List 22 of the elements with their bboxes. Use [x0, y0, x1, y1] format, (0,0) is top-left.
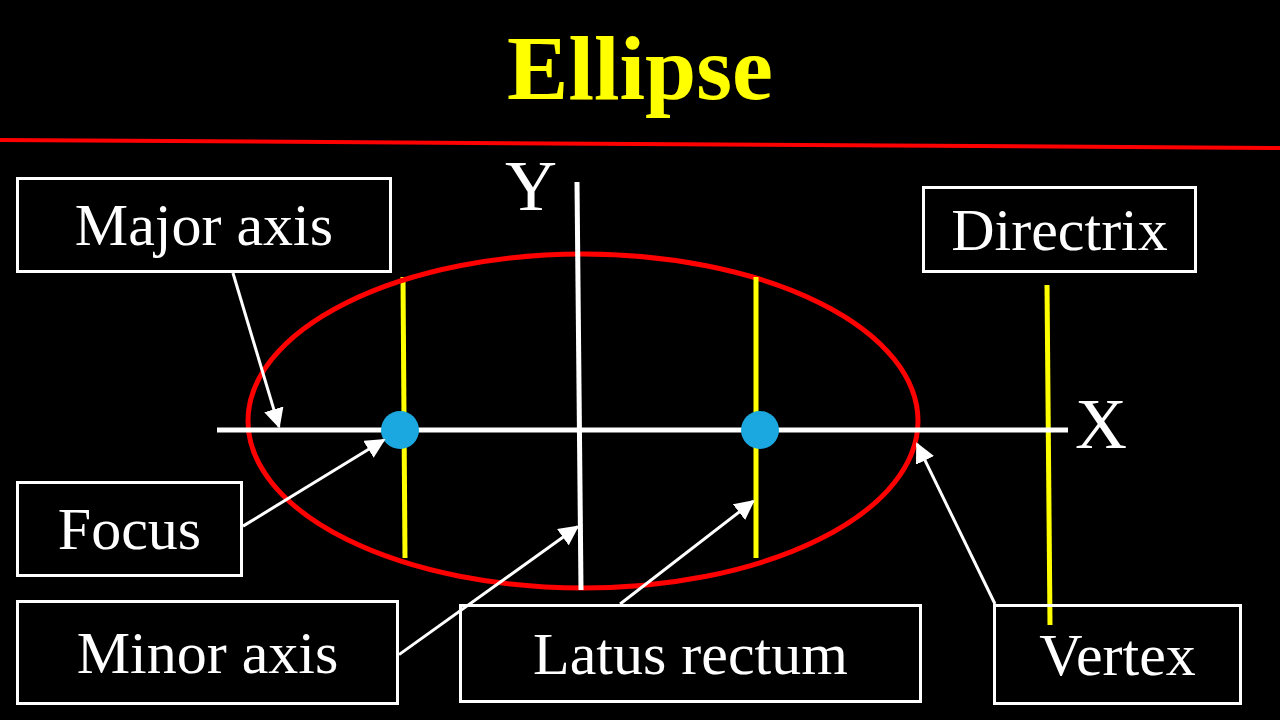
leader-arrow: [242, 438, 386, 528]
leader-arrow: [619, 499, 755, 606]
label-box: [16, 481, 243, 577]
part-label: Directrix: [951, 199, 1168, 260]
part-label: Focus: [57, 499, 202, 559]
label-box: [16, 177, 392, 273]
minor-axis-line: [574, 181, 584, 591]
axis-label: X: [1075, 388, 1127, 460]
part-label: Minor axis: [76, 622, 339, 683]
part-label: Latus rectum: [533, 623, 848, 684]
leader-arrow: [915, 442, 997, 605]
leader-arrow: [398, 525, 580, 656]
label-box: [993, 604, 1242, 705]
label-box: [459, 604, 922, 703]
title: Ellipse: [507, 17, 773, 119]
leader-arrow: [231, 272, 284, 429]
label-box: [16, 600, 399, 705]
major-axis-line: [217, 427, 1068, 433]
part-label: Vertex: [1039, 624, 1196, 685]
axis-label: Y: [505, 150, 557, 222]
ellipse-curve: [245, 251, 921, 591]
label-box: [922, 186, 1197, 273]
